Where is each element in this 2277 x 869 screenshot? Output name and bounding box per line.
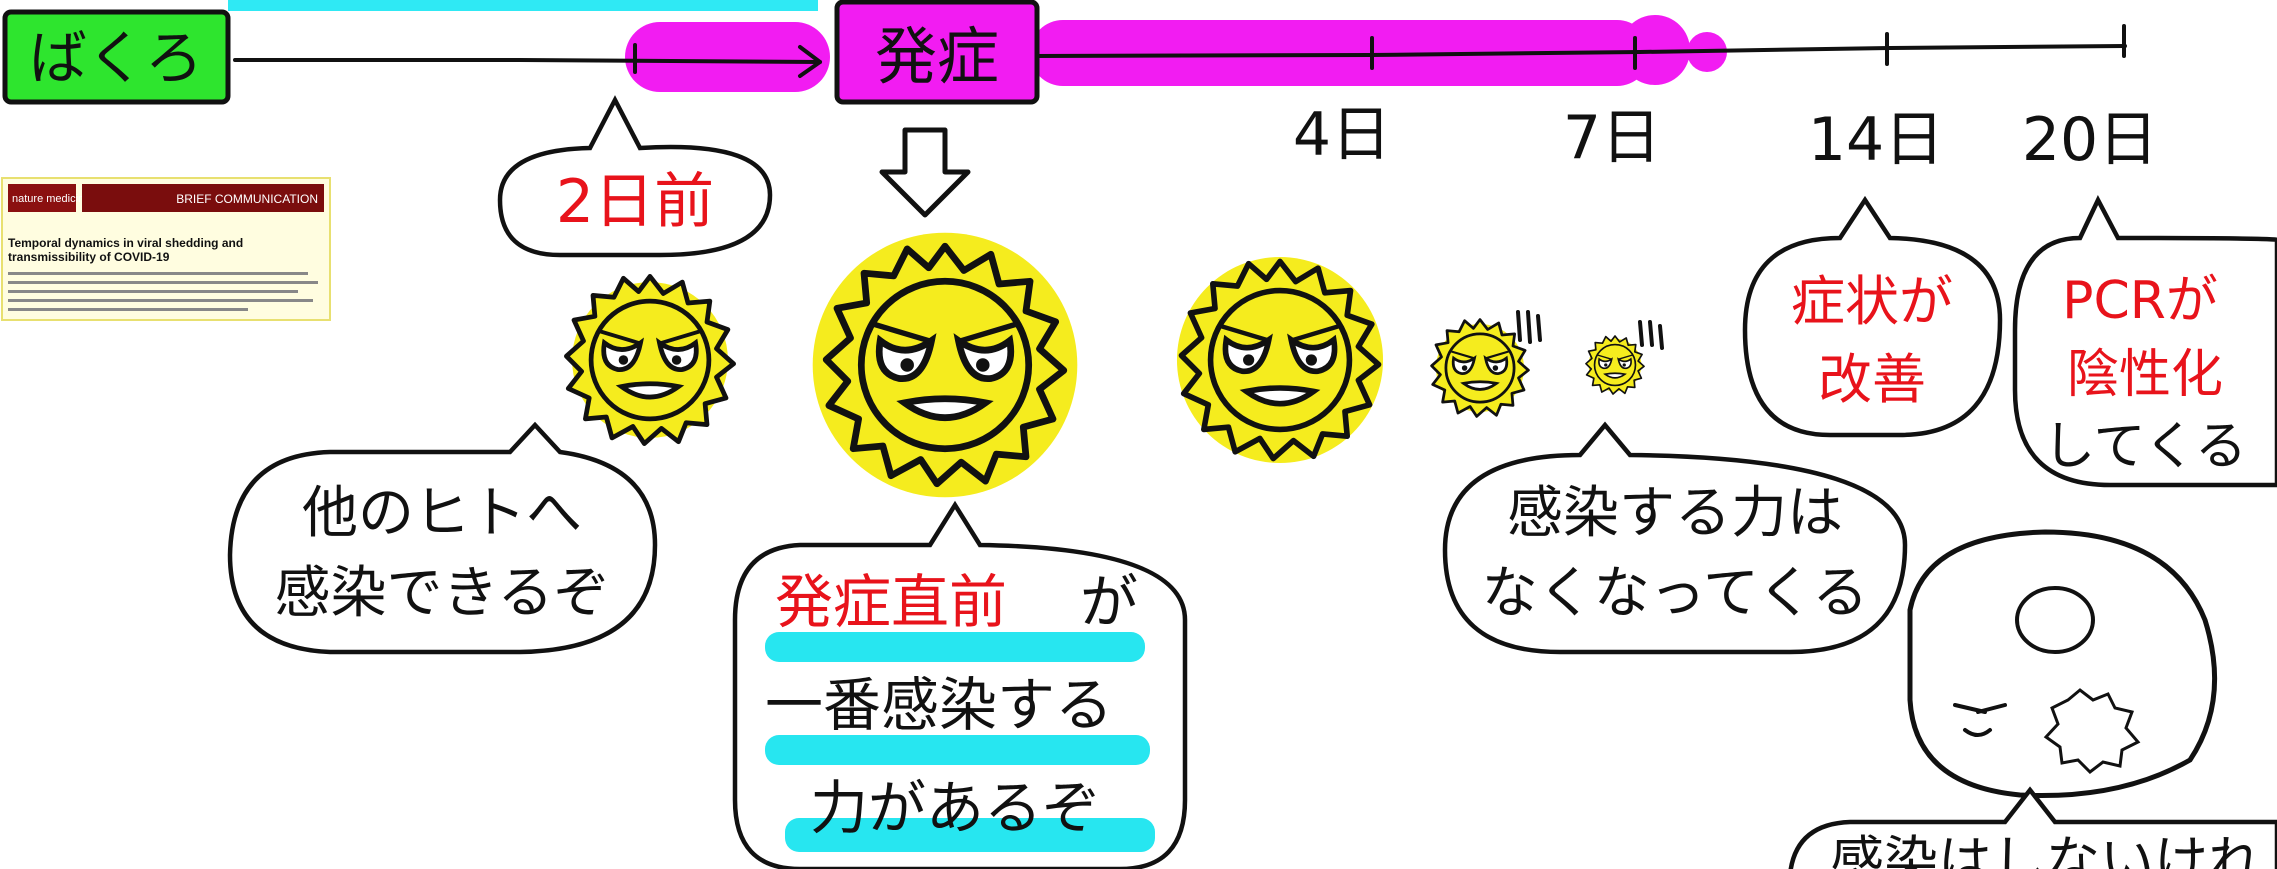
- peak-line1-red: 発症直前: [775, 568, 1007, 636]
- paper-journal: nature medicine: [12, 193, 90, 205]
- virus-sun-icon: [1176, 256, 1384, 464]
- day14-line2: 改善: [1818, 348, 1926, 411]
- day-20-label: 20日: [2022, 105, 2158, 175]
- day-14-label: 14日: [1808, 105, 1944, 175]
- day20-line2: 陰性化: [2067, 345, 2223, 405]
- day14-line1: 症状が: [1791, 270, 1953, 333]
- bottom-right-callout: 感染はしないけれ: [1788, 786, 2277, 869]
- paper-section: BRIEF COMMUNICATION: [176, 192, 318, 206]
- exposure-label: ばくろ: [29, 24, 203, 92]
- peak-infectious-callout: 発症直前 が 一番感染する 力があるぞ: [732, 500, 1188, 869]
- peak-line1-black: が: [1080, 568, 1138, 636]
- exposure-box: ばくろ: [2, 9, 231, 105]
- infect-others-callout: 他のヒトへ 感染できるぞ: [227, 421, 658, 655]
- decline-callout: 感染する力は なくなってくる: [1442, 421, 1908, 655]
- virus-sun-icon: [1585, 335, 1645, 395]
- peak-line3: 力があるぞ: [810, 774, 1100, 842]
- symptom-improve-callout: 症状が 改善: [1742, 195, 2003, 438]
- virus-sun-icon: [812, 232, 1078, 498]
- virus-sun-icon: [566, 276, 733, 443]
- paper-thumbnail: nature medicine BRIEF COMMUNICATION Temp…: [1, 177, 331, 321]
- fading-lines: [1516, 310, 1542, 344]
- virus-sun-icon: [1430, 318, 1530, 418]
- paper-title-line1: Temporal dynamics in viral shedding and: [8, 236, 243, 250]
- infect-others-line1: 他のヒトへ: [302, 481, 582, 546]
- peak-line2: 一番感染する: [765, 671, 1113, 739]
- pcr-negative-callout: PCRが 陰性化 してくる: [2012, 194, 2277, 488]
- day-4-label: 4日: [1293, 100, 1391, 170]
- fading-lines: [1638, 320, 1664, 350]
- down-arrow-icon: [879, 127, 971, 218]
- two-days-before-label: 2日前: [556, 167, 714, 237]
- top-cyan-strip: [228, 0, 818, 11]
- infect-others-line2: 感染できるぞ: [275, 561, 610, 626]
- paper-title-line2: transmissibility of COVID-19: [8, 250, 170, 264]
- onset-label: 発症: [875, 20, 999, 93]
- two-days-before-callout: 2日前: [497, 95, 773, 258]
- timeline-axis: [233, 24, 2127, 78]
- body-character: [1907, 529, 2218, 799]
- decline-line1: 感染する力は: [1507, 481, 1843, 546]
- decline-line2: なくなってくる: [1482, 561, 1868, 626]
- day20-line3: してくる: [2043, 417, 2247, 477]
- onset-box: 発症: [834, 0, 1040, 105]
- bottom-callout-text: 感染はしないけれ: [1830, 830, 2262, 869]
- day20-line1: PCRが: [2062, 271, 2218, 331]
- day-7-label: 7日: [1563, 103, 1661, 173]
